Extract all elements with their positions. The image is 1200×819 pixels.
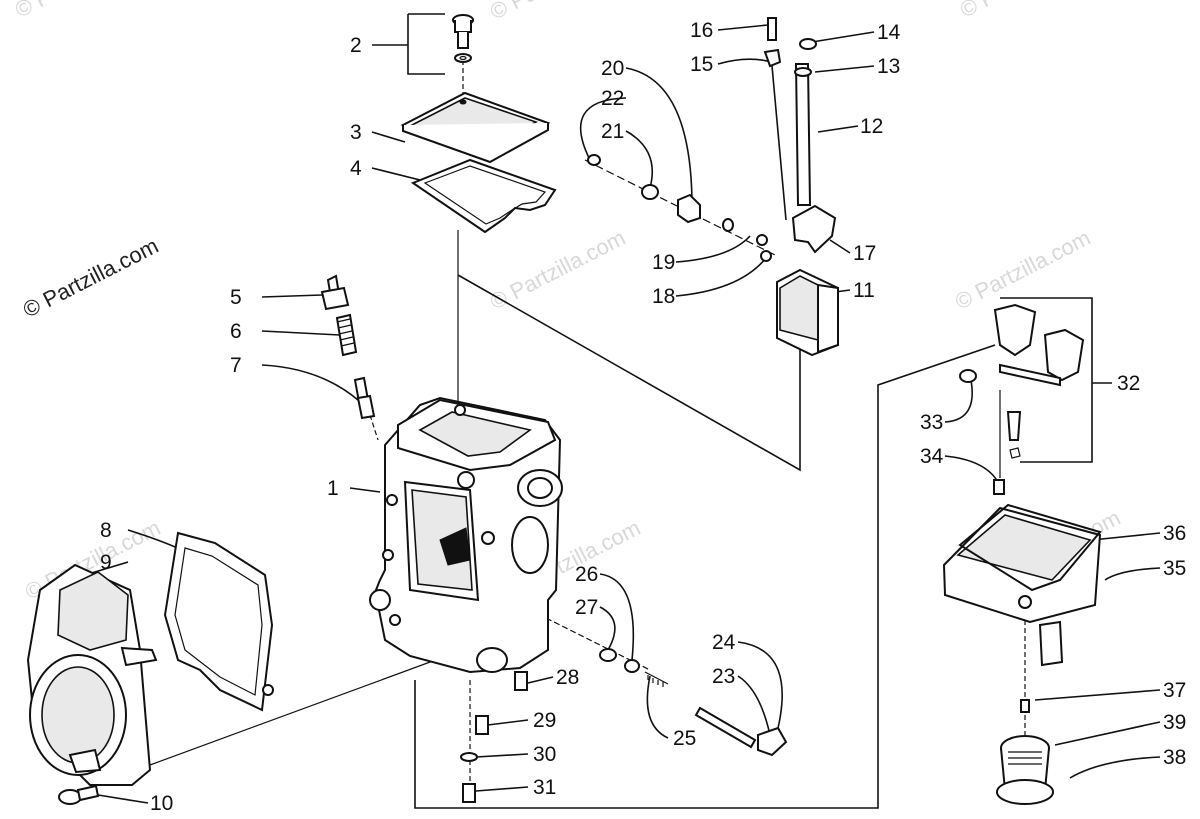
watermark-faint-3: © Partzilla.com bbox=[951, 225, 1094, 315]
top-cover bbox=[400, 91, 551, 164]
callout-23: 23 bbox=[712, 665, 735, 688]
callout-8: 8 bbox=[100, 519, 112, 542]
callout-26: 26 bbox=[575, 563, 598, 586]
watermark-faint-7: © Partzilla.com bbox=[486, 0, 629, 24]
callout-15: 15 bbox=[690, 53, 713, 76]
callout-10: 10 bbox=[150, 792, 173, 815]
pilot-screw-parts bbox=[599, 648, 788, 757]
callout-39: 39 bbox=[1163, 711, 1186, 734]
callout-24: 24 bbox=[712, 631, 736, 654]
callout-33: 33 bbox=[920, 411, 943, 434]
callout-3: 3 bbox=[350, 121, 362, 144]
callout-36: 36 bbox=[1163, 522, 1186, 545]
top-screw bbox=[452, 14, 474, 63]
callout-38: 38 bbox=[1163, 746, 1186, 769]
callout-16: 16 bbox=[690, 19, 713, 42]
callout-31: 31 bbox=[533, 776, 556, 799]
callout-29: 29 bbox=[533, 709, 556, 732]
callout-labels: 1 2 3 4 5 6 7 8 9 10 11 12 13 14 15 16 1… bbox=[100, 19, 1186, 815]
callout-25: 25 bbox=[673, 727, 696, 750]
callout-2: 2 bbox=[350, 34, 362, 57]
jet-parts bbox=[460, 671, 528, 803]
callout-5: 5 bbox=[230, 286, 242, 309]
callout-20: 20 bbox=[601, 57, 624, 80]
callout-12: 12 bbox=[860, 115, 883, 138]
callout-35: 35 bbox=[1163, 557, 1186, 580]
watermark-faint-8: © Partzilla.com bbox=[956, 0, 1099, 22]
callout-6: 6 bbox=[230, 320, 242, 343]
callout-18: 18 bbox=[652, 285, 675, 308]
callout-21: 21 bbox=[601, 120, 624, 143]
float-parts bbox=[959, 303, 1085, 495]
callout-27: 27 bbox=[575, 596, 598, 619]
cover-gasket bbox=[410, 158, 557, 234]
callout-32: 32 bbox=[1117, 372, 1140, 395]
watermark-main: © Partzilla.com bbox=[19, 233, 162, 323]
callout-37: 37 bbox=[1163, 679, 1186, 702]
callout-34: 34 bbox=[920, 445, 944, 468]
watermark-faint-6: © Partzilla.com bbox=[11, 0, 154, 22]
callout-7: 7 bbox=[230, 354, 242, 377]
callout-17: 17 bbox=[853, 242, 876, 265]
callout-19: 19 bbox=[652, 251, 675, 274]
float-bowl-parts bbox=[942, 503, 1102, 805]
air-horn-parts bbox=[26, 531, 274, 805]
callout-13: 13 bbox=[877, 55, 900, 78]
watermark-faint-1: © Partzilla.com bbox=[486, 225, 629, 315]
choke-plunger-parts bbox=[320, 274, 376, 420]
callout-22: 22 bbox=[601, 87, 624, 110]
carburetor-body bbox=[369, 396, 563, 674]
callout-11: 11 bbox=[853, 279, 875, 302]
callout-1: 1 bbox=[327, 477, 339, 500]
callout-9: 9 bbox=[100, 551, 112, 574]
slide-assembly-parts bbox=[587, 17, 839, 357]
callout-30: 30 bbox=[533, 743, 556, 766]
callout-14: 14 bbox=[877, 21, 901, 44]
callout-28: 28 bbox=[556, 666, 579, 689]
faint-watermarks: © Partzilla.com © Partzilla.com © Partzi… bbox=[11, 0, 1124, 604]
callout-4: 4 bbox=[350, 157, 362, 180]
